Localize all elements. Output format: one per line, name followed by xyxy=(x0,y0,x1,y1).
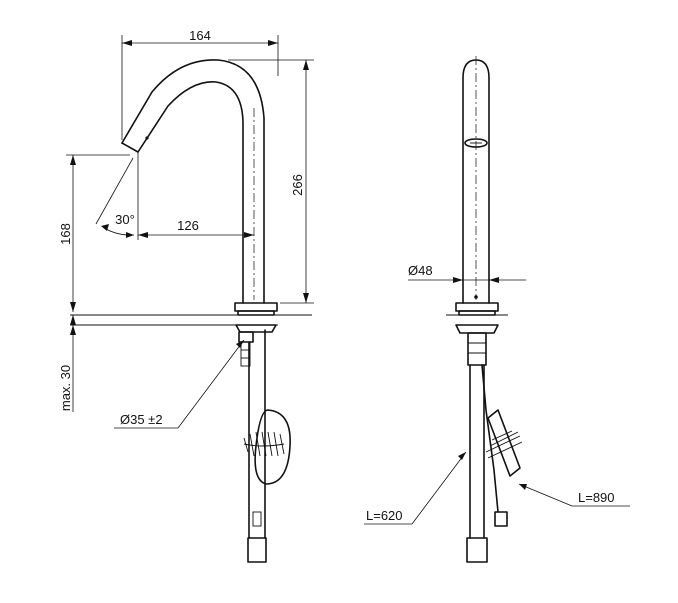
threaded-shank xyxy=(240,341,251,367)
leader-hole-diameter xyxy=(177,339,245,429)
label-height: 266 xyxy=(290,174,305,196)
front-view xyxy=(446,56,523,563)
base-plate xyxy=(234,302,278,312)
mounting-washer xyxy=(455,324,499,334)
cable-connector xyxy=(494,511,508,527)
spout-inner-contour xyxy=(137,81,244,304)
sensor-indicator xyxy=(474,295,478,299)
base-plate xyxy=(455,302,499,312)
cable-plug xyxy=(252,511,262,527)
label-spout-height: 168 xyxy=(58,223,73,245)
threaded-shank xyxy=(467,332,487,366)
base-ring xyxy=(237,310,275,316)
side-view-dimensions: 164 266 168 max. 30 126 30° xyxy=(58,28,314,429)
hose-end-fitting xyxy=(247,537,267,563)
coiled-cable-loop xyxy=(254,409,291,485)
label-hose-length: L=620 xyxy=(366,508,403,523)
label-width: 164 xyxy=(189,28,211,43)
angle-leg xyxy=(95,157,134,225)
leader-cable-length xyxy=(518,483,573,507)
label-max-thickness: max. 30 xyxy=(58,365,73,411)
coiled-cable-beads xyxy=(243,431,285,457)
outlet-aerator xyxy=(464,138,488,148)
front-view-dimensions: Ø48 L=620 L=890 xyxy=(364,263,630,525)
sensor-cable xyxy=(481,364,499,513)
label-cable-length: L=890 xyxy=(578,490,615,505)
leader-hose-length xyxy=(411,451,467,525)
mounting-nut xyxy=(238,331,254,343)
label-angle: 30° xyxy=(115,212,135,227)
hose-end-fitting xyxy=(466,537,488,563)
spout-outlet xyxy=(121,142,139,153)
cable-tie xyxy=(243,443,285,447)
label-hole-diameter: Ø35 ±2 xyxy=(120,412,163,427)
base-ring xyxy=(458,310,496,316)
spout-outer-contour xyxy=(121,59,265,304)
label-body-diameter: Ø48 xyxy=(408,263,433,278)
label-reach: 126 xyxy=(177,218,199,233)
coiled-cable-beads xyxy=(485,430,523,459)
side-view xyxy=(70,59,312,563)
control-box xyxy=(487,409,521,477)
sensor-dot xyxy=(145,136,149,140)
mounting-washer xyxy=(235,324,277,333)
